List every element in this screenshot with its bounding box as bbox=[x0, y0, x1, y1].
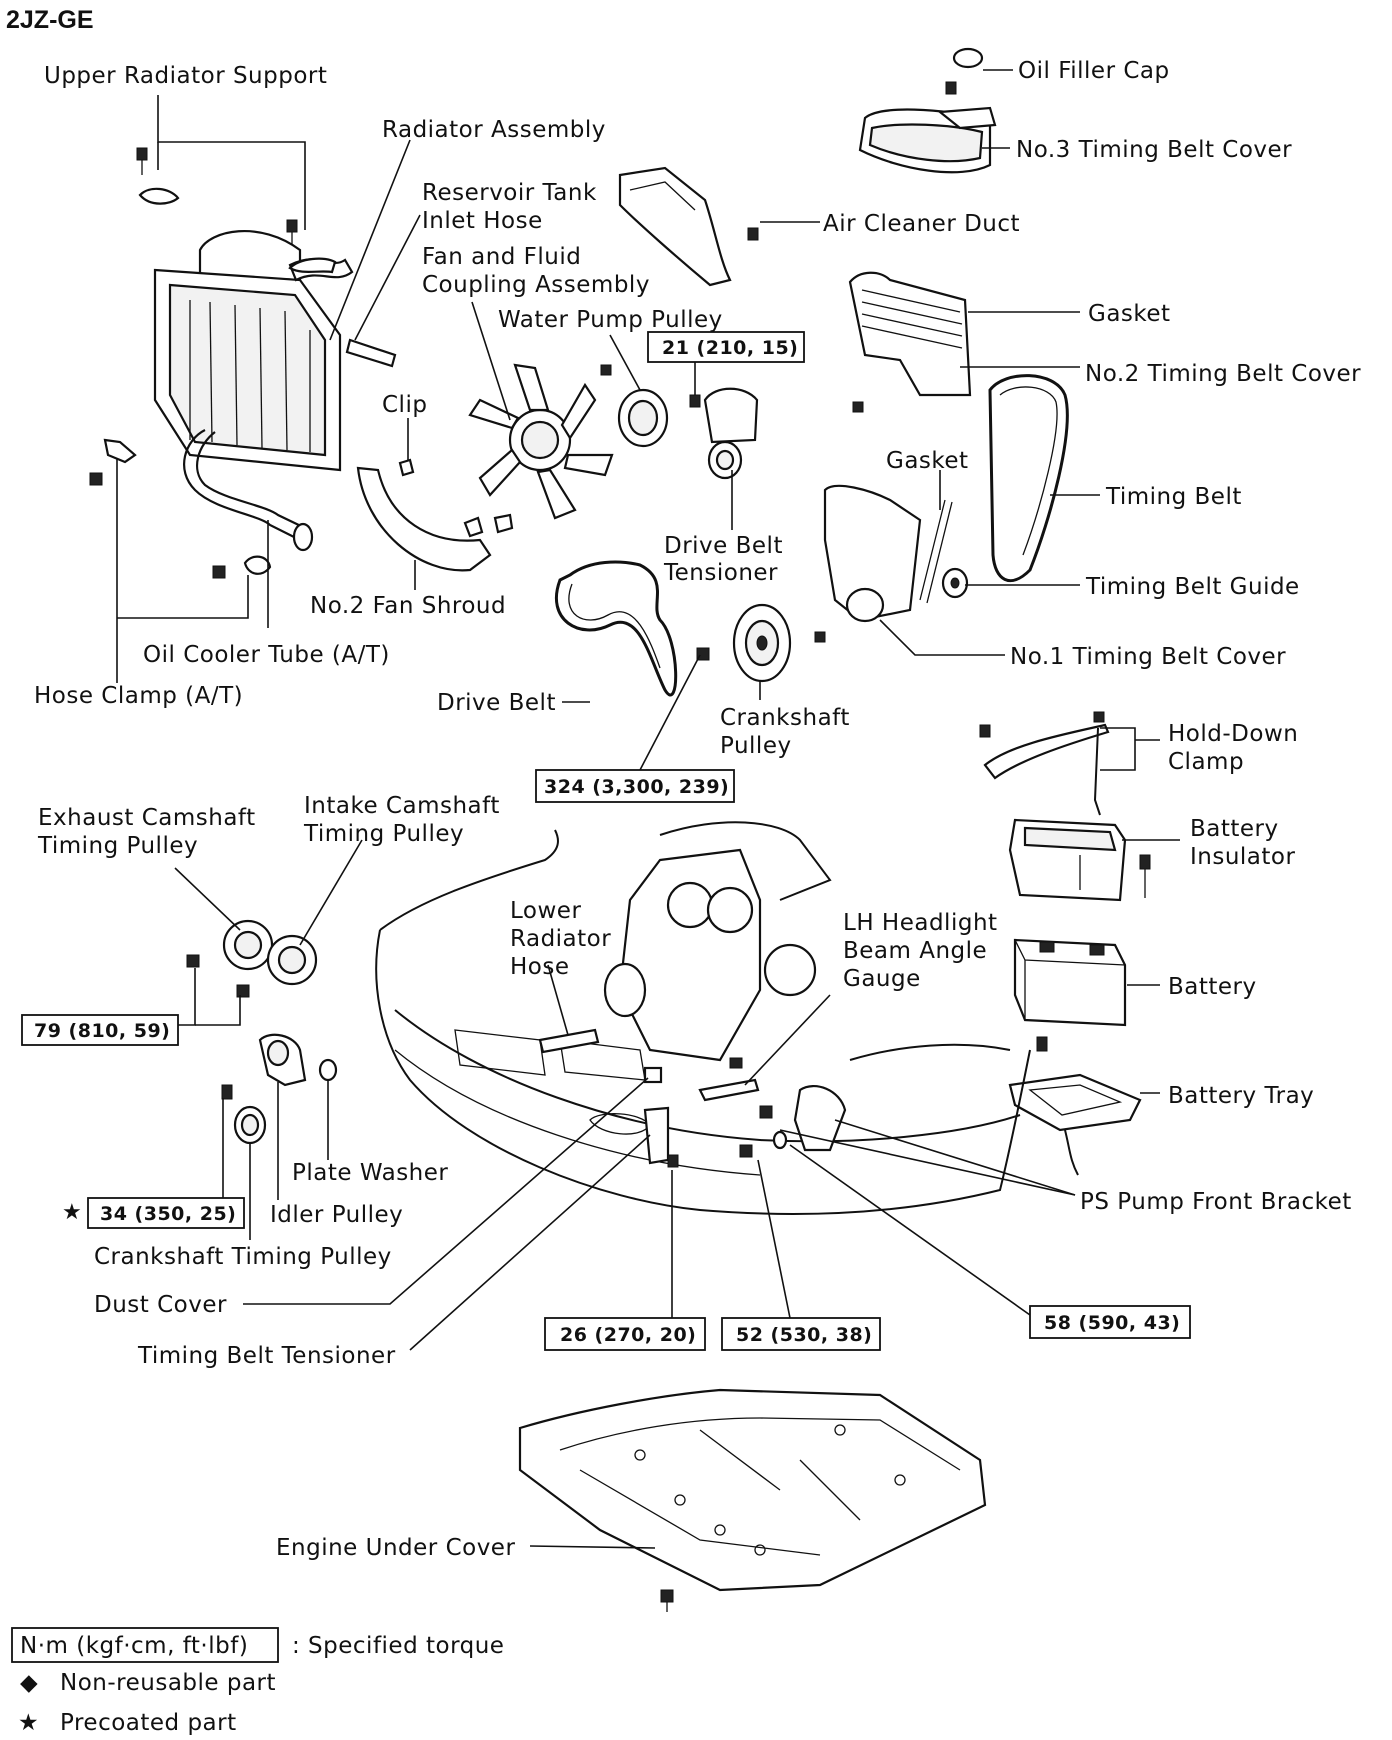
label-hold-down-clamp-line2: Clamp bbox=[1168, 749, 1244, 775]
no2-timing-belt-cover-drawing bbox=[848, 271, 972, 413]
water-pump-pulley-drawing bbox=[600, 364, 669, 448]
torque-324: 324 (3,300, 239) bbox=[544, 776, 729, 798]
label-no1-timing-belt-cover: No.1 Timing Belt Cover bbox=[1010, 644, 1286, 670]
legend: N·m (kgf·cm, ft·lbf) : Specified torque … bbox=[11, 1627, 504, 1736]
diagram-title: 2JZ-GE bbox=[6, 6, 94, 34]
label-lower-radiator-hose-line1: Lower bbox=[510, 898, 581, 924]
label-exhaust-cam-line1: Exhaust Camshaft bbox=[38, 805, 256, 831]
part-labels: Upper Radiator Support Radiator Assembly… bbox=[34, 58, 1361, 1561]
label-reservoir-tank-line1: Reservoir Tank bbox=[422, 180, 597, 206]
label-dust-cover: Dust Cover bbox=[94, 1292, 227, 1318]
legend-precoated: Precoated part bbox=[60, 1710, 237, 1736]
drive-belt-drawing bbox=[554, 560, 678, 697]
label-no2-fan-shroud: No.2 Fan Shroud bbox=[310, 593, 506, 619]
label-gasket-mid: Gasket bbox=[886, 448, 969, 474]
label-no2-timing-belt-cover: No.2 Timing Belt Cover bbox=[1085, 361, 1361, 387]
label-lower-radiator-hose-line2: Radiator bbox=[510, 926, 611, 952]
label-oil-filler-cap: Oil Filler Cap bbox=[1018, 58, 1170, 84]
upper-radiator-support-drawing bbox=[136, 147, 337, 274]
legend-precoated-icon: ★ bbox=[18, 1710, 39, 1736]
no2-fan-shroud-drawing bbox=[356, 458, 514, 572]
radiator-assembly-drawing bbox=[153, 230, 397, 472]
label-fan-fluid-line2: Coupling Assembly bbox=[422, 272, 650, 298]
timing-belt-drawing bbox=[988, 374, 1069, 583]
label-battery-insulator-line1: Battery bbox=[1190, 816, 1279, 842]
label-timing-belt-guide: Timing Belt Guide bbox=[1085, 574, 1300, 600]
air-cleaner-duct-drawing bbox=[618, 166, 759, 287]
label-ps-pump-front-bracket: PS Pump Front Bracket bbox=[1080, 1189, 1352, 1215]
label-lh-headlight-line1: LH Headlight bbox=[843, 910, 998, 936]
legend-torque-units: N·m (kgf·cm, ft·lbf) bbox=[20, 1633, 248, 1659]
label-intake-cam-line2: Timing Pulley bbox=[303, 821, 464, 847]
label-hose-clamp: Hose Clamp (A/T) bbox=[34, 683, 243, 709]
label-gasket-top: Gasket bbox=[1088, 301, 1171, 327]
torque-21: 21 (210, 15) bbox=[662, 337, 798, 359]
torque-58: 58 (590, 43) bbox=[1044, 1312, 1180, 1334]
legend-nonreusable-icon: ◆ bbox=[20, 1670, 38, 1696]
label-drive-belt-tensioner-line2: Tensioner bbox=[663, 560, 778, 586]
oil-cooler-tube-drawing bbox=[89, 429, 314, 579]
label-timing-belt-tensioner: Timing Belt Tensioner bbox=[137, 1343, 396, 1369]
label-battery: Battery bbox=[1168, 974, 1257, 1000]
label-idler-pulley: Idler Pulley bbox=[270, 1202, 403, 1228]
crankshaft-pulley-drawing bbox=[696, 603, 826, 683]
label-water-pump-pulley: Water Pump Pulley bbox=[498, 307, 723, 333]
battery-insulator-drawing bbox=[1008, 818, 1151, 902]
label-radiator-assembly: Radiator Assembly bbox=[382, 117, 606, 143]
leader-lines bbox=[116, 69, 1180, 1549]
label-crankshaft-pulley-line1: Crankshaft bbox=[720, 705, 850, 731]
battery-tray-drawing bbox=[1008, 1036, 1142, 1176]
engine-and-bumper-drawing bbox=[375, 821, 1031, 1215]
label-timing-belt: Timing Belt bbox=[1105, 484, 1242, 510]
hold-down-clamp-drawing bbox=[979, 711, 1110, 816]
label-hold-down-clamp-line1: Hold-Down bbox=[1168, 721, 1298, 747]
torque-79: 79 (810, 59) bbox=[34, 1020, 170, 1042]
precoated-star-34: ★ bbox=[62, 1200, 82, 1225]
label-no3-timing-belt-cover: No.3 Timing Belt Cover bbox=[1016, 137, 1292, 163]
torque-34: 34 (350, 25) bbox=[100, 1203, 236, 1225]
label-crankshaft-timing-pulley: Crankshaft Timing Pulley bbox=[94, 1244, 392, 1270]
torque-specs: 21 (210, 15) 324 (3,300, 239) 79 (810, 5… bbox=[21, 331, 1191, 1351]
torque-52: 52 (530, 38) bbox=[736, 1324, 872, 1346]
label-lh-headlight-line3: Gauge bbox=[843, 966, 921, 992]
fan-drawing bbox=[468, 363, 614, 520]
label-upper-radiator-support: Upper Radiator Support bbox=[44, 63, 327, 89]
label-engine-under-cover: Engine Under Cover bbox=[276, 1535, 515, 1561]
label-drive-belt: Drive Belt bbox=[437, 690, 556, 716]
engine-under-cover-drawing bbox=[518, 1388, 987, 1612]
label-battery-tray: Battery Tray bbox=[1168, 1083, 1314, 1109]
label-fan-fluid-line1: Fan and Fluid bbox=[422, 244, 581, 270]
label-air-cleaner-duct: Air Cleaner Duct bbox=[823, 211, 1020, 237]
label-intake-cam-line1: Intake Camshaft bbox=[304, 793, 500, 819]
no3-timing-belt-cover-drawing bbox=[858, 47, 997, 174]
legend-torque-desc: : Specified torque bbox=[292, 1633, 504, 1659]
label-crankshaft-pulley-line2: Pulley bbox=[720, 733, 792, 759]
camshaft-pulleys-drawing bbox=[186, 919, 318, 998]
label-battery-insulator-line2: Insulator bbox=[1190, 844, 1295, 870]
label-drive-belt-tensioner-line1: Drive Belt bbox=[664, 533, 783, 559]
battery-drawing bbox=[1013, 938, 1127, 1027]
label-lower-radiator-hose-line3: Hose bbox=[510, 954, 570, 980]
label-plate-washer: Plate Washer bbox=[292, 1160, 448, 1186]
label-oil-cooler-tube: Oil Cooler Tube (A/T) bbox=[143, 642, 390, 668]
label-reservoir-tank-line2: Inlet Hose bbox=[422, 208, 543, 234]
label-exhaust-cam-line2: Timing Pulley bbox=[37, 833, 198, 859]
drive-belt-tensioner-drawing bbox=[689, 387, 759, 480]
torque-26: 26 (270, 20) bbox=[560, 1324, 696, 1346]
legend-nonreusable: Non-reusable part bbox=[60, 1670, 276, 1696]
idler-pulley-drawing bbox=[221, 1033, 338, 1145]
label-clip: Clip bbox=[382, 392, 427, 418]
no1-timing-belt-cover-drawing bbox=[823, 484, 969, 623]
label-lh-headlight-line2: Beam Angle bbox=[843, 938, 987, 964]
